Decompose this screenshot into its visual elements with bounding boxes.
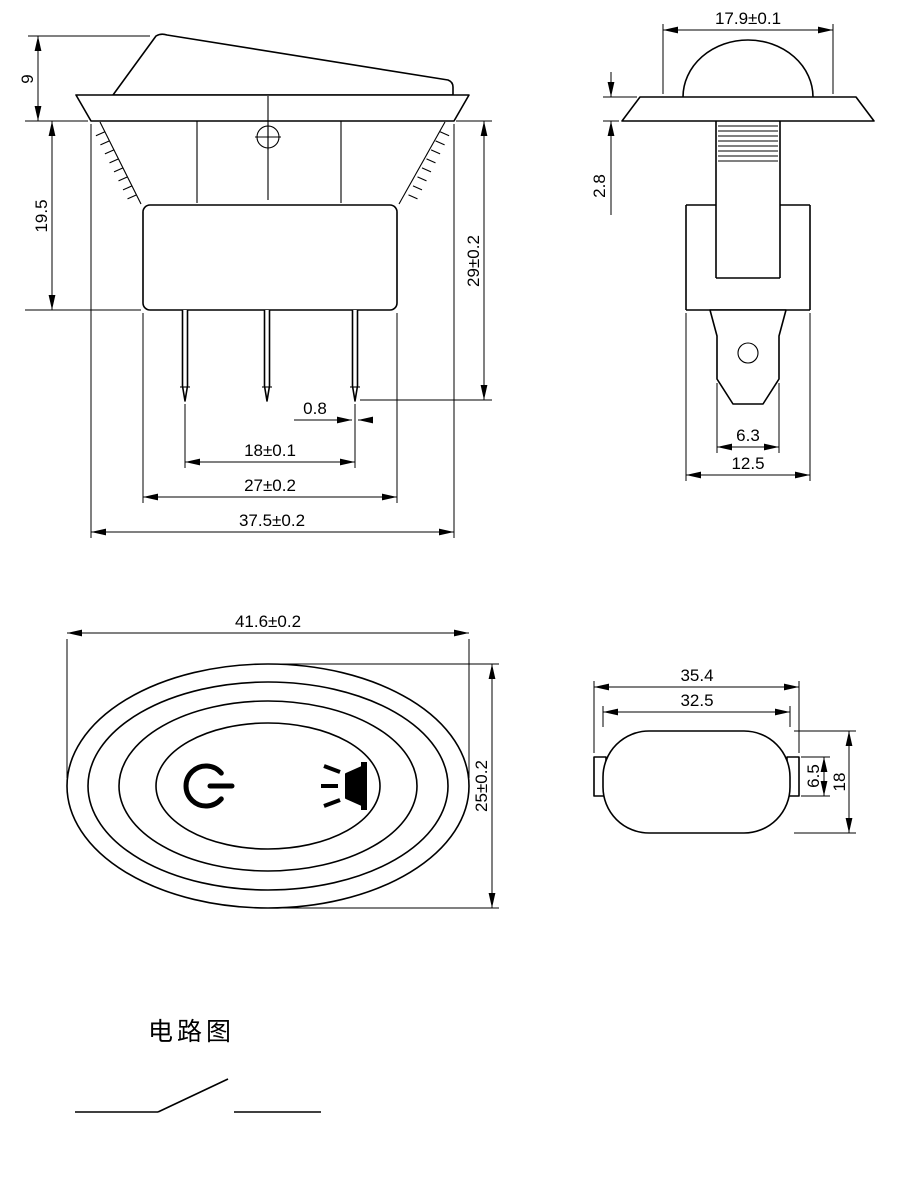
dim-cutout-body-height: 18 (794, 730, 856, 834)
dim-label-cutout-body-height: 18 (830, 773, 849, 792)
panel-cutout-view: 35.4 32.5 6.5 18 (593, 666, 856, 834)
face-ring-ellipse (87, 681, 449, 891)
rocker-outer-ellipse (118, 700, 418, 872)
dim-face-height: 25±0.2 (272, 663, 499, 909)
dim-label-body-depth: 12.5 (731, 454, 764, 473)
side-body (685, 204, 811, 311)
dim-label-flange-width: 37.5±0.2 (239, 511, 305, 530)
front-view: 9 19.5 29±0.2 0.8 18±0.1 (18, 33, 492, 538)
dim-flange-width: 37.5±0.2 (90, 124, 455, 538)
dim-rocker-width: 17.9±0.1 (662, 9, 834, 94)
dim-label-body-width: 27±0.2 (244, 476, 296, 495)
dim-label-total-height: 29±0.2 (464, 235, 483, 287)
dim-panel-depth: 19.5 (25, 121, 141, 311)
terminal-pins (180, 310, 360, 402)
circuit-diagram: 电路图 (75, 1017, 321, 1113)
circuit-diagram-title: 电路图 (148, 1017, 235, 1046)
dim-label-face-width: 41.6±0.2 (235, 612, 301, 631)
dim-terminal-width: 6.3 (716, 383, 780, 453)
dim-label-rocker-width: 17.9±0.1 (715, 9, 781, 28)
dim-cutout-tab-height: 6.5 (801, 756, 830, 797)
bezel-flange-outline (75, 94, 470, 122)
dim-total-height: 29±0.2 (360, 120, 492, 401)
flange-outline (621, 96, 875, 122)
switch-symbol (75, 1078, 321, 1113)
dim-body-depth: 12.5 (685, 313, 811, 481)
housing-body (142, 204, 398, 311)
dim-label-flange-thickness: 2.8 (590, 174, 609, 198)
dim-pin-pitch: 18±0.1 (184, 404, 356, 468)
dim-label-rocker-height: 9 (18, 74, 37, 83)
dim-cutout-body-width: 32.5 (602, 691, 791, 727)
pin-center (263, 310, 271, 402)
dim-rocker-height: 9 (18, 35, 150, 122)
dim-pin-thickness: 0.8 (294, 399, 373, 424)
rocker-inner-ellipse (155, 722, 381, 850)
cutout-body (602, 730, 791, 834)
thread-lines (718, 125, 778, 162)
dim-label-cutout-tab-height: 6.5 (804, 764, 823, 788)
dim-face-width: 41.6±0.2 (66, 612, 470, 778)
dim-label-face-height: 25±0.2 (472, 760, 491, 812)
screw-icon (255, 124, 281, 150)
dim-label-terminal-width: 6.3 (736, 426, 760, 445)
pin-left (181, 310, 189, 402)
dim-label-panel-depth: 19.5 (32, 199, 51, 232)
power-icon (183, 763, 235, 809)
dim-label-pin-pitch: 18±0.1 (244, 441, 296, 460)
dim-label-pin-thickness: 0.8 (303, 399, 327, 418)
rocker-dome-outline (682, 39, 814, 98)
threaded-neck (715, 121, 781, 278)
pin-right (351, 310, 359, 402)
lamp-icon (321, 762, 367, 810)
rocker-actuator-outline (112, 33, 454, 96)
right-serrated-edge (398, 121, 450, 205)
face-outer-ellipse (66, 663, 470, 909)
side-view: 17.9±0.1 2.8 6.3 12.5 (590, 9, 875, 481)
terminal-hole (737, 342, 759, 364)
dim-label-cutout-overall-width: 35.4 (680, 666, 713, 685)
terminal-blade-outline (709, 309, 787, 405)
dim-cutout-overall-width: 35.4 (593, 666, 800, 753)
dim-flange-thickness: 2.8 (590, 72, 637, 215)
dim-body-width: 27±0.2 (142, 313, 398, 503)
top-view: 41.6±0.2 25±0.2 (66, 612, 499, 909)
left-serrated-edge (95, 121, 142, 205)
dim-label-cutout-body-width: 32.5 (680, 691, 713, 710)
